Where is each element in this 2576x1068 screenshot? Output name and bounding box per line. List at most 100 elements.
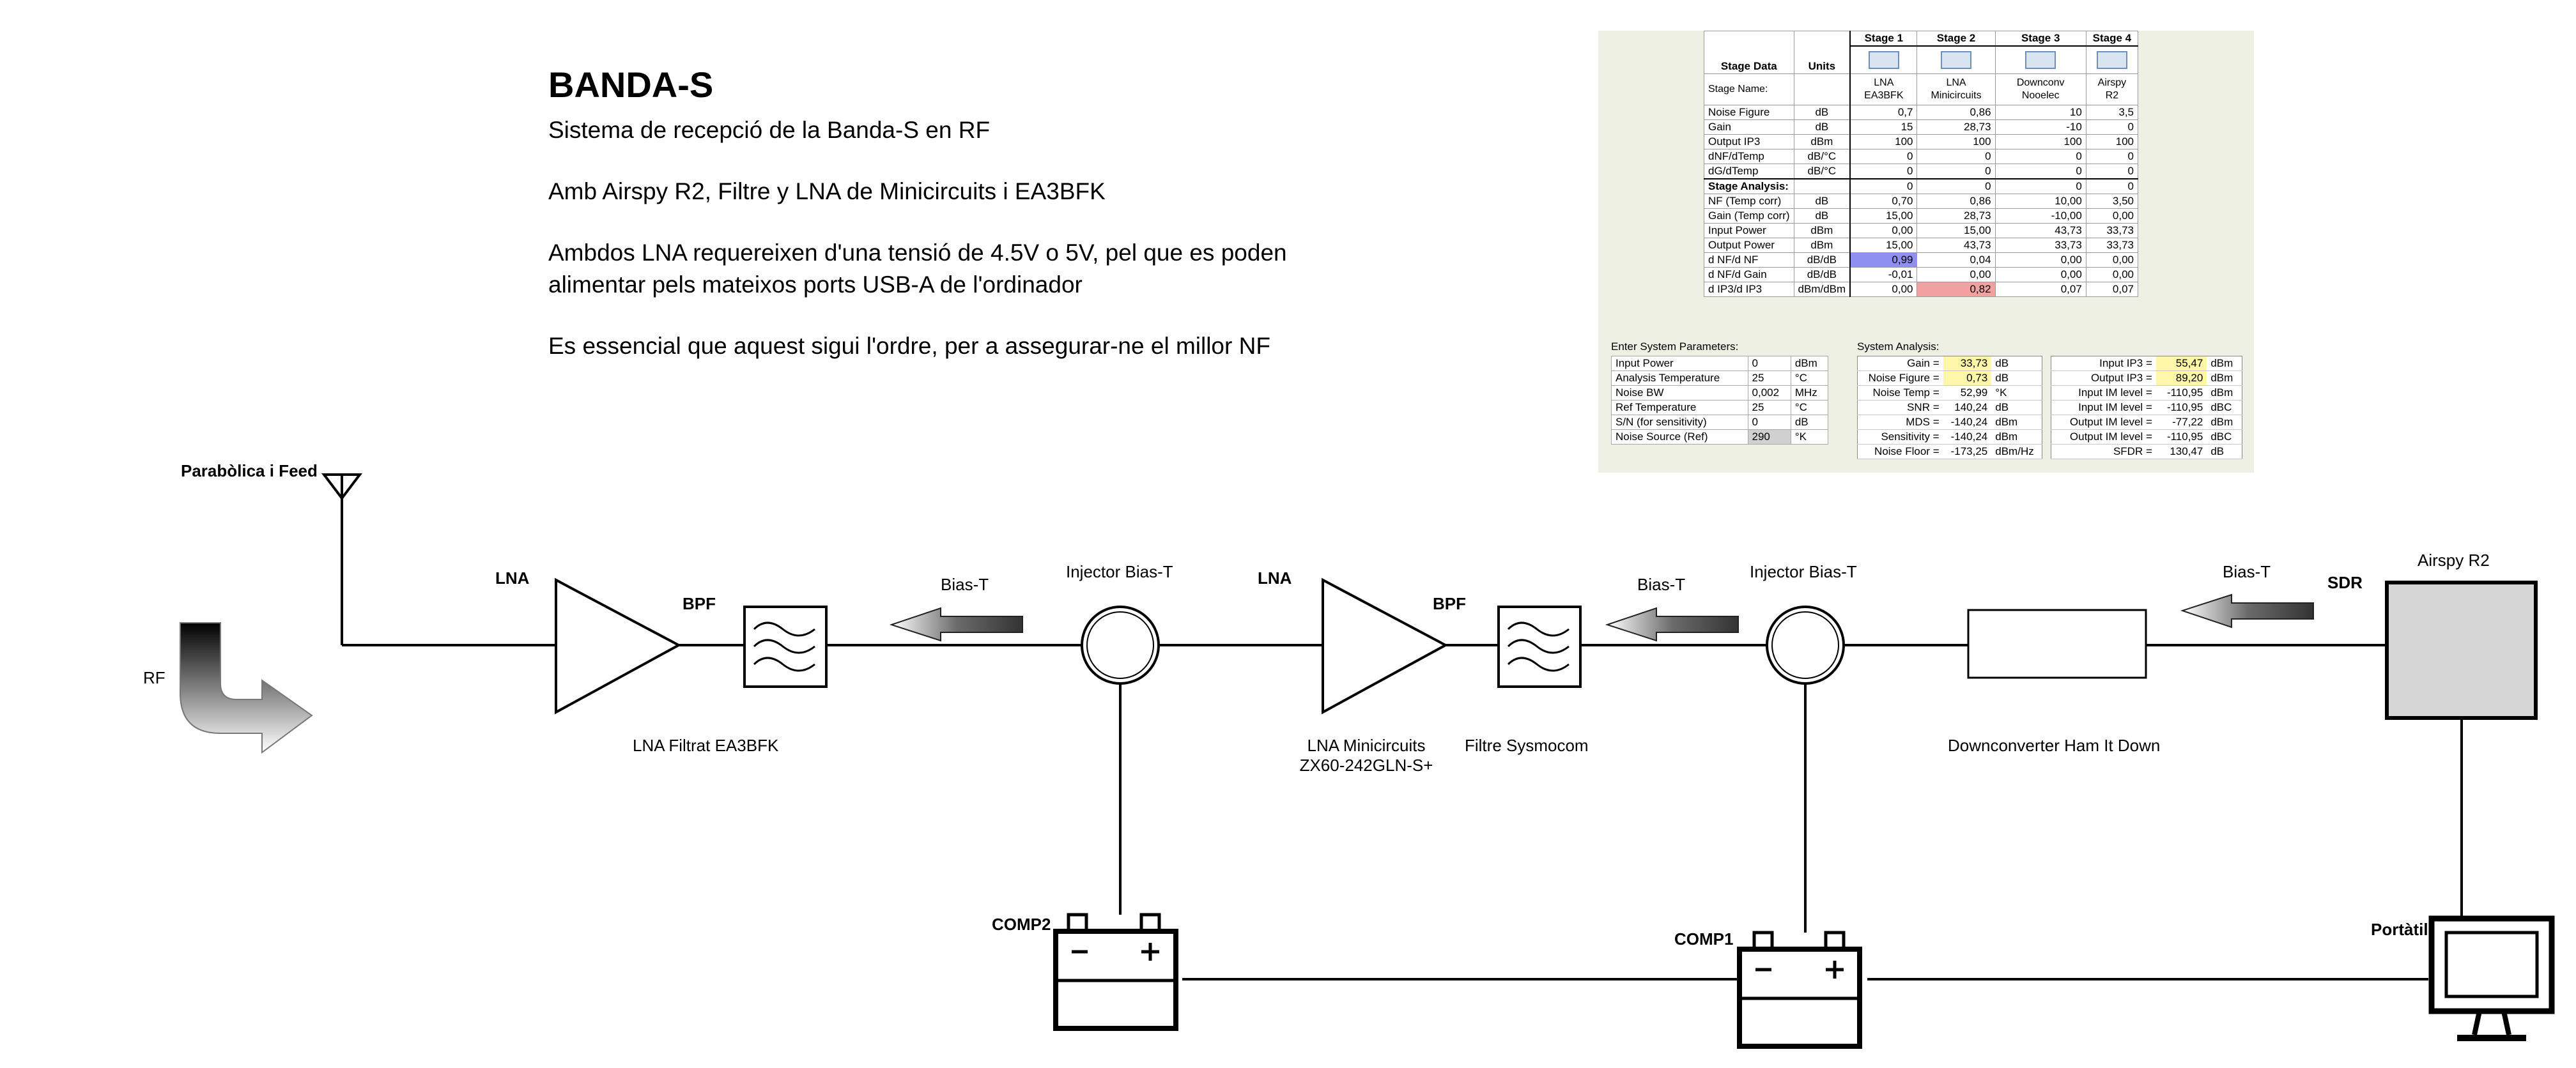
table-cell: 0 [2085, 178, 2139, 194]
table-cell: 0,07 [2085, 282, 2139, 297]
bias-t-label: Bias-T [941, 575, 989, 594]
result-label: MDS = [1857, 415, 1943, 430]
system-analysis-title: System Analysis: [1857, 340, 1940, 353]
result-value: 33,73 [1943, 356, 1992, 371]
table-cell: 0,00 [2085, 267, 2139, 282]
lna2-label: LNA [1258, 568, 1292, 588]
stage-name-cell[interactable]: Airspy R2 [2085, 73, 2139, 105]
table-row: Noise Source (Ref)290°K [1611, 429, 1829, 445]
param-value[interactable]: 290 [1747, 429, 1791, 445]
lna1-caption: LNA Filtrat EA3BFK [633, 736, 779, 755]
result-unit: dBm [2207, 356, 2242, 371]
param-unit: dB [1790, 415, 1829, 430]
input-cell[interactable]: 0 [1994, 149, 2086, 164]
rf-label: RF [143, 668, 166, 687]
table-cell: 0,00 [1994, 267, 2086, 282]
result-value: -173,25 [1943, 444, 1992, 459]
input-cell[interactable]: 100 [1849, 134, 1918, 149]
table-cell: 43,73 [1917, 238, 1996, 253]
amplifier-icon [555, 577, 682, 715]
table-cell: 0,00 [1849, 282, 1918, 297]
result-unit: dB [2207, 444, 2242, 459]
input-cell[interactable]: 0 [1849, 149, 1918, 164]
comp1-label: COMP1 [1674, 929, 1734, 949]
input-cell[interactable]: 100 [1994, 134, 2086, 149]
result-unit: dBm/Hz [1991, 444, 2042, 459]
input-cell[interactable]: 0 [2085, 149, 2139, 164]
table-cell: 0,99 [1849, 252, 1918, 268]
filter-caption: Filtre Sysmocom [1465, 736, 1589, 755]
table-cell: 0,00 [2085, 208, 2139, 224]
intro-paragraph-4: Es essencial que aquest sigui l'ordre, p… [548, 333, 1270, 359]
bias-t-arrow-icon [889, 607, 1023, 642]
page-title: BANDA-S [548, 65, 714, 105]
result-unit: dBm [1991, 429, 2042, 445]
input-cell[interactable]: 10 [1994, 105, 2086, 120]
row-label: d IP3/d IP3 [1704, 282, 1794, 297]
result-unit: dBm [2207, 385, 2242, 400]
input-cell[interactable]: -10 [1994, 119, 2086, 135]
result-label: Output IM level = [2051, 429, 2156, 445]
input-cell[interactable]: 0 [1849, 164, 1918, 179]
bias-t-arrow-icon [1605, 607, 1739, 642]
input-cell[interactable]: 0 [2085, 164, 2139, 179]
lna1-label: LNA [495, 568, 530, 588]
row-unit: dB/°C [1793, 149, 1851, 164]
stage-name-cell[interactable]: LNA Minicircuits [1917, 73, 1996, 105]
result-label: Noise Figure = [1857, 370, 1943, 386]
table-cell: 0 [1994, 178, 2086, 194]
bpf2-label: BPF [1433, 594, 1466, 613]
table-cell: 0,70 [1849, 194, 1918, 209]
intro-paragraph-3: Ambdos LNA requereixen d'una tensió de 4… [548, 240, 1287, 298]
antenna-icon [321, 473, 363, 645]
result-label: Noise Floor = [1857, 444, 1943, 459]
amplifier-icon [1322, 577, 1449, 715]
result-value: 140,24 [1943, 400, 1992, 415]
input-cell[interactable]: 0 [1917, 149, 1996, 164]
intro-paragraph-2: Amb Airspy R2, Filtre y LNA de Minicircu… [548, 178, 1106, 204]
row-label: dNF/dTemp [1704, 149, 1794, 164]
monitor-icon [2428, 915, 2555, 1041]
table-row: Noise Temp =52,99°K [1857, 385, 2042, 400]
stage-header-row: Stage Data Units Stage 1 Stage 2 Stage 3… [1704, 31, 2139, 74]
table-cell: 3,50 [2085, 194, 2139, 209]
input-cell[interactable]: 3,5 [2085, 105, 2139, 120]
param-unit: °K [1790, 429, 1829, 445]
bias-tee-injector-icon [1081, 606, 1160, 685]
input-cell[interactable]: 0 [1994, 164, 2086, 179]
units-header: Units [1793, 31, 1851, 74]
row-unit: dBm/dBm [1793, 282, 1851, 297]
input-cell[interactable]: 100 [2085, 134, 2139, 149]
injector-label: Injector Bias-T [1066, 562, 1173, 581]
table-cell: 10,00 [1994, 194, 2086, 209]
bias-t-arrow-icon [2180, 593, 2314, 629]
result-unit: dBC [2207, 400, 2242, 415]
stage-name-cell[interactable]: Downconv Nooelec [1994, 73, 2086, 105]
param-value[interactable]: 0,002 [1747, 385, 1791, 400]
result-value: -140,24 [1943, 415, 1992, 430]
block-icon [2025, 51, 2056, 69]
row-unit: dB/dB [1793, 267, 1851, 282]
result-unit: dBm [2207, 370, 2242, 386]
sdr-fill [2389, 584, 2534, 716]
table-cell: 0,00 [1994, 252, 2086, 268]
result-value: -110,95 [2156, 429, 2207, 445]
result-value: 52,99 [1943, 385, 1992, 400]
stage-name-cell[interactable]: LNA EA3BFK [1849, 73, 1918, 105]
lna2-caption: LNA Minicircuits ZX60-242GLN-S+ [1296, 736, 1437, 775]
bias-t-label: Bias-T [1637, 575, 1686, 594]
result-value: -110,95 [2156, 385, 2207, 400]
stage-3-header: Stage 3 [1994, 31, 2086, 47]
param-label: S/N (for sensitivity) [1611, 415, 1748, 430]
result-unit: dB [1991, 356, 2042, 371]
